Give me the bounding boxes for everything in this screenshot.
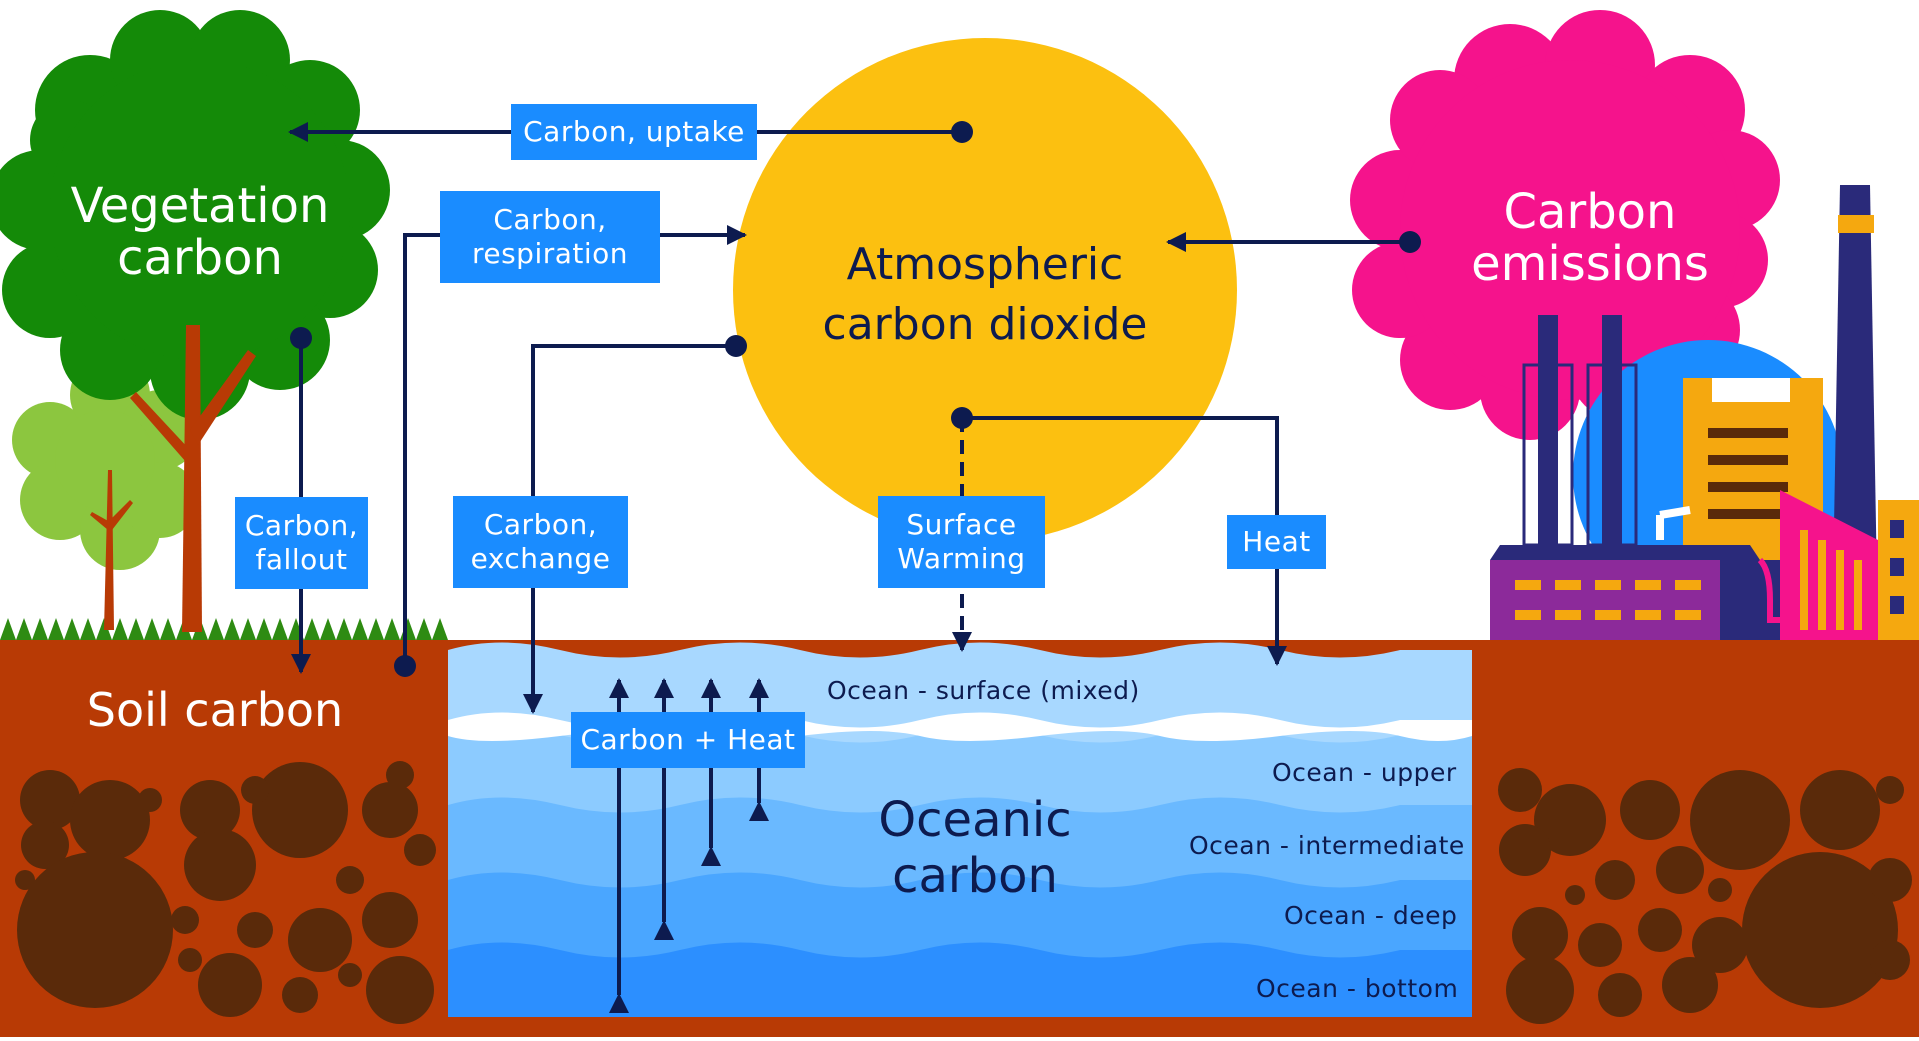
oceanic-carbon-title: Oceanic carbon <box>878 792 1072 904</box>
atmospheric-co2-title: Atmospheric carbon dioxide <box>822 239 1148 350</box>
ocean-layer-upper: Ocean - upper <box>1272 758 1457 787</box>
ocean-layer-surface: Ocean - surface (mixed) <box>827 676 1140 705</box>
uptake-label: Carbon, uptake <box>511 104 757 160</box>
carbon-heat-label: Carbon + Heat <box>571 712 805 768</box>
ocean-layer-bottom: Ocean - bottom <box>1256 974 1459 1003</box>
surface-warming-label: Surface Warming <box>878 496 1045 588</box>
vegetation-tree <box>0 10 390 420</box>
heat-arrow <box>962 416 1287 666</box>
vegetation-carbon-title: Vegetation carbon <box>70 178 330 286</box>
soil-rocks-left <box>15 761 436 1024</box>
flow-endpoints <box>290 121 1421 677</box>
ocean-layer-intermediate: Ocean - intermediate <box>1189 831 1465 860</box>
heat-label: Heat <box>1227 515 1326 569</box>
exchange-label: Carbon, exchange <box>453 496 628 588</box>
respiration-label: Carbon, respiration <box>440 191 660 283</box>
grass <box>0 618 448 640</box>
carbon-emissions-title: Carbon emissions <box>1471 184 1709 292</box>
tree-trunk <box>130 325 256 632</box>
fallout-label: Carbon, fallout <box>235 497 368 589</box>
soil-rocks-right <box>1498 768 1912 1024</box>
respiration-arrow <box>403 225 747 665</box>
soil-carbon-title: Soil carbon <box>86 683 344 737</box>
factory <box>1490 185 1919 640</box>
ocean-layer-deep: Ocean - deep <box>1284 901 1458 930</box>
exchange-arrow <box>523 344 736 714</box>
